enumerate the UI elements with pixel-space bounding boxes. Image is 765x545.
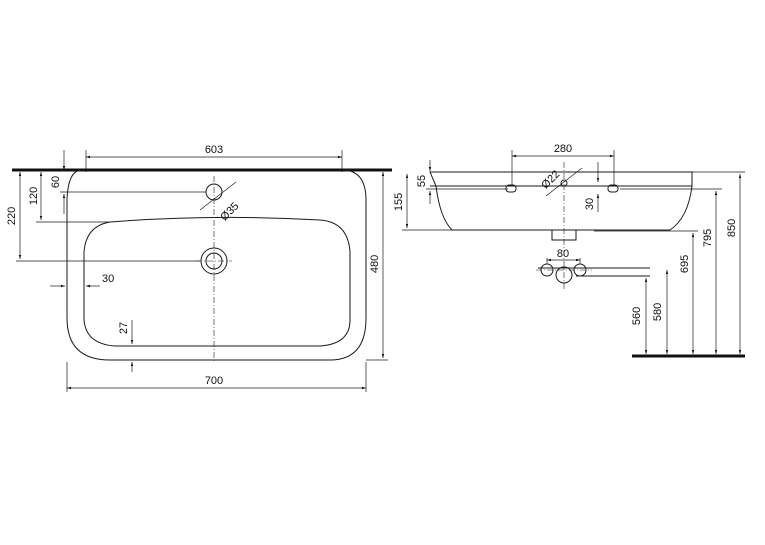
basin-side <box>429 171 693 231</box>
dim-850: 850 <box>726 219 738 237</box>
fixing-hole-left <box>505 184 517 193</box>
fixing-hole-right <box>607 184 619 193</box>
dim-700: 700 <box>205 375 223 387</box>
dim-795: 795 <box>702 229 714 247</box>
dim-560: 560 <box>631 307 643 325</box>
top-view: 603 700 480 60 120 220 30 27 Ø35 <box>6 144 392 392</box>
dim-27: 27 <box>118 322 130 334</box>
dim-60: 60 <box>50 176 62 188</box>
dim-120: 120 <box>28 187 40 205</box>
bowl-inner <box>83 216 351 347</box>
dim-tap-hole: Ø35 <box>218 200 241 223</box>
dim-603: 603 <box>205 144 223 156</box>
dim-30: 30 <box>102 273 114 285</box>
basin-outline <box>66 169 367 361</box>
dim-155: 155 <box>393 193 405 211</box>
side-view: 280 Ø22 30 155 55 80 560 580 695 <box>393 143 745 358</box>
dim-80: 80 <box>557 248 569 260</box>
trap-center <box>555 266 573 284</box>
dim-480: 480 <box>369 255 381 273</box>
dim-280: 280 <box>554 143 572 155</box>
fixing-center-hole <box>560 179 568 187</box>
dim-695: 695 <box>679 255 691 273</box>
dim-side-30: 30 <box>584 198 596 210</box>
dim-55: 55 <box>416 175 428 187</box>
dim-580: 580 <box>652 303 664 321</box>
dim-220: 220 <box>6 207 18 225</box>
